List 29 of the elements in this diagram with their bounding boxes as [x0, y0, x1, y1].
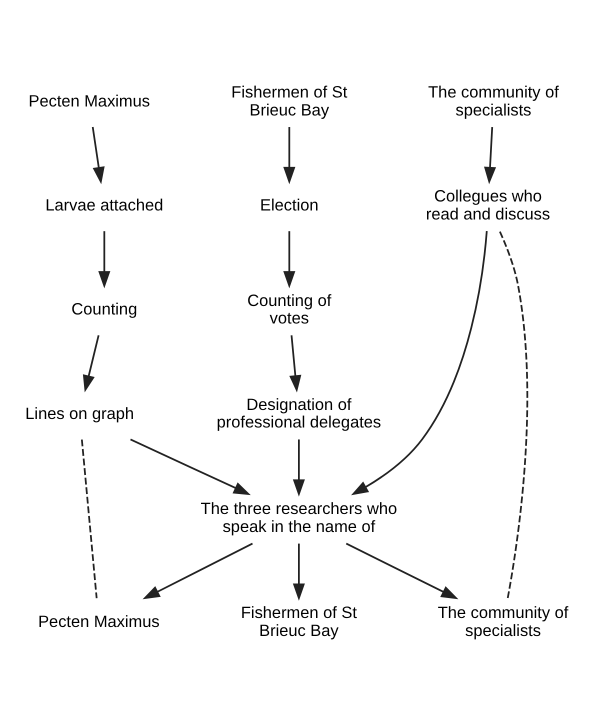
arrow — [142, 542, 253, 599]
connector — [80, 438, 98, 598]
node-text: Designation of professional delegates — [216, 395, 382, 432]
arrow — [289, 334, 302, 392]
node-text: Collegues who read and discuss — [426, 187, 550, 223]
arrow — [283, 230, 296, 288]
node-text: Larvae attached — [45, 196, 164, 214]
node-text: Counting — [71, 300, 138, 318]
node-text: The three researchers who speak in the name of — [200, 500, 398, 536]
node-text: Pecten Maximus — [28, 92, 150, 110]
node-text: The community of specialists — [438, 604, 568, 640]
arrow — [292, 438, 305, 496]
arrow — [351, 230, 488, 495]
node-text: Fishermen of St Brieuc Bay — [240, 604, 357, 640]
node-text: Election — [260, 196, 319, 214]
arrow — [92, 126, 105, 184]
node-text: The community of specialists — [428, 82, 559, 119]
node-text: Fishermen of St Brieuc Bay — [231, 82, 348, 119]
node-text: Lines on graph — [25, 404, 134, 422]
arrow — [292, 543, 305, 600]
arrow — [346, 542, 458, 599]
arrow — [98, 230, 110, 288]
arrow — [283, 126, 296, 184]
node-text: Pecten Maximus — [38, 612, 160, 631]
arrow — [130, 438, 251, 495]
arrow — [484, 126, 496, 184]
connector — [499, 230, 528, 598]
arrow — [82, 334, 100, 392]
node-text: Counting of votes — [247, 291, 332, 328]
